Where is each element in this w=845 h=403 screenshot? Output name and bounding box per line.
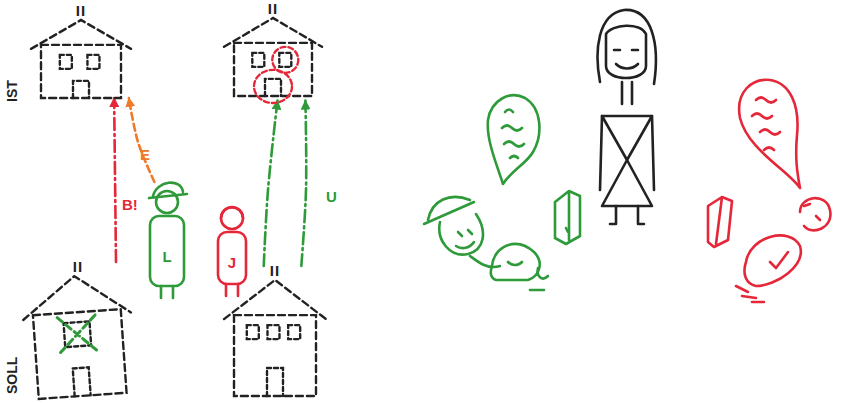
house-now: II bbox=[228, 4, 318, 96]
woman-skirt bbox=[602, 160, 652, 206]
hat-figure-head bbox=[439, 214, 483, 255]
house-now: II bbox=[35, 6, 127, 98]
red-group bbox=[708, 80, 830, 302]
house-window bbox=[288, 325, 300, 339]
person-hair bbox=[221, 208, 243, 219]
woman-legs bbox=[610, 206, 644, 224]
bald-figure bbox=[491, 244, 540, 280]
bubble-scribble bbox=[502, 110, 524, 159]
state-label: SOLL bbox=[4, 357, 20, 394]
house-door bbox=[265, 79, 281, 96]
state-label: IST bbox=[4, 80, 20, 102]
woman-neck bbox=[622, 82, 632, 104]
woman-face bbox=[606, 26, 646, 78]
highlight-circle bbox=[272, 47, 298, 73]
house-roof bbox=[20, 272, 131, 320]
arrow-connector bbox=[114, 98, 116, 262]
person-green: L bbox=[146, 182, 188, 300]
house-window bbox=[87, 55, 99, 69]
house-roof bbox=[224, 280, 326, 319]
hat-figure-face bbox=[456, 230, 474, 248]
arrow-connector bbox=[129, 98, 155, 182]
person-body bbox=[150, 216, 184, 286]
person-hat bbox=[149, 183, 187, 198]
house-outline bbox=[228, 266, 322, 396]
woman-figure bbox=[598, 10, 656, 224]
house-window bbox=[247, 325, 259, 339]
box-mark bbox=[566, 228, 568, 232]
red-face bbox=[804, 204, 820, 220]
house-outline bbox=[28, 262, 128, 396]
check-mark bbox=[770, 252, 788, 268]
house-target: II bbox=[28, 262, 128, 396]
house-outline bbox=[35, 6, 127, 98]
motion-lines bbox=[736, 286, 764, 302]
chimney-mark: II bbox=[76, 2, 86, 19]
red-head bbox=[800, 198, 830, 230]
cross-mark bbox=[57, 315, 97, 354]
woman-eyes bbox=[614, 49, 638, 52]
house-window bbox=[60, 55, 72, 69]
woman-arms bbox=[600, 116, 654, 190]
arrow-label: U bbox=[326, 188, 337, 205]
person-red: J bbox=[214, 198, 250, 298]
house-wall bbox=[33, 309, 127, 399]
chimney-mark: II bbox=[73, 258, 83, 275]
house-door bbox=[73, 81, 89, 98]
bubble-scribble bbox=[752, 98, 780, 151]
speech-bubble bbox=[488, 95, 540, 184]
house-door bbox=[267, 368, 283, 396]
green-group bbox=[424, 95, 580, 290]
person-outline bbox=[146, 182, 188, 300]
arrow-label: B! bbox=[122, 196, 138, 213]
highlight-circle bbox=[254, 70, 292, 103]
hat-figure-hat bbox=[424, 197, 474, 224]
house-window bbox=[279, 53, 291, 67]
chimney-mark: II bbox=[268, 0, 278, 17]
woman-hair bbox=[598, 10, 656, 84]
bald-figure-smile bbox=[508, 262, 522, 265]
person-body bbox=[218, 232, 246, 284]
red-body bbox=[744, 235, 800, 286]
motion-lines bbox=[530, 268, 548, 290]
person-legs bbox=[161, 286, 173, 298]
person-initial: J bbox=[228, 254, 236, 271]
person-initial: L bbox=[162, 248, 171, 265]
arrow-label: E bbox=[140, 146, 150, 163]
house-window bbox=[267, 325, 279, 339]
chimney-mark: II bbox=[270, 262, 280, 279]
woman-smile bbox=[616, 64, 638, 69]
house-target: II bbox=[228, 266, 322, 396]
person-head bbox=[221, 207, 243, 229]
house-wall bbox=[41, 45, 121, 98]
arrow-connector bbox=[301, 101, 306, 266]
house-window bbox=[252, 53, 264, 67]
person-outline bbox=[214, 198, 250, 298]
document-box bbox=[708, 197, 732, 247]
speech-bubble bbox=[739, 80, 800, 188]
arrow-connector bbox=[264, 101, 278, 266]
house-door bbox=[73, 367, 91, 396]
woman-torso bbox=[602, 116, 652, 160]
house-wall bbox=[234, 315, 316, 396]
document-box bbox=[555, 191, 580, 244]
house-outline bbox=[228, 4, 318, 96]
person-legs bbox=[226, 284, 238, 296]
